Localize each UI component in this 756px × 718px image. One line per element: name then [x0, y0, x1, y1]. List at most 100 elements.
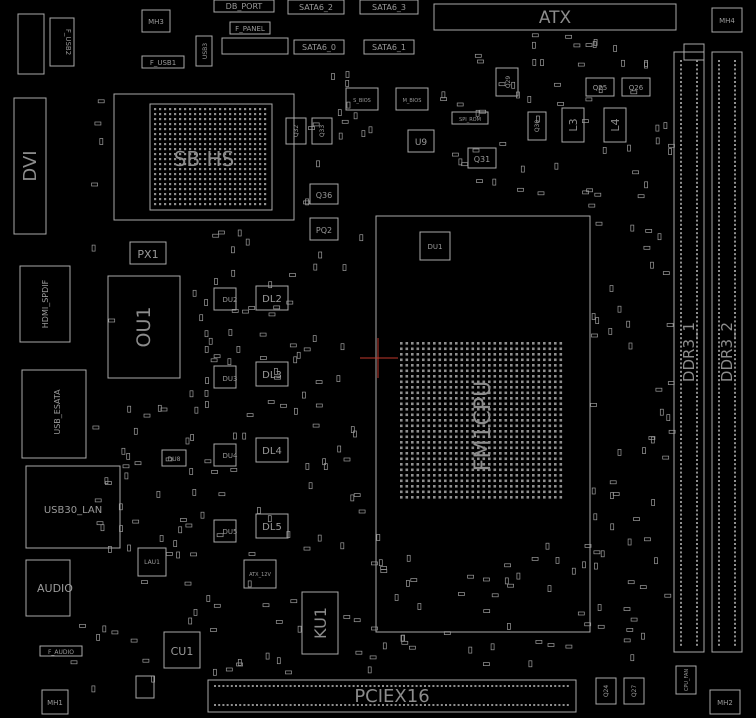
sb-ball — [254, 113, 257, 116]
sb-ball — [199, 123, 202, 126]
sb-ball — [244, 183, 247, 186]
ddr-pin — [718, 408, 720, 411]
sb-ball — [159, 148, 162, 151]
pcie-pin — [369, 685, 372, 687]
q31-transistor: Q31 — [467, 147, 497, 169]
sb-ball — [204, 133, 207, 136]
cpu-pin — [504, 424, 508, 428]
passive-part — [609, 480, 617, 485]
cpu-pin — [449, 347, 453, 351]
ddr-pin — [734, 148, 736, 151]
cpu-pin — [477, 435, 480, 439]
cpu-pin — [433, 463, 436, 466]
sb-ball — [264, 193, 267, 196]
cpu-pin — [455, 419, 458, 422]
u9-chip: U9 — [407, 129, 435, 153]
ddr-pin — [718, 333, 720, 335]
sb-ball — [159, 188, 162, 191]
q25-transistor: Q25 — [585, 77, 615, 97]
ddr-pin — [718, 534, 720, 537]
passive-part — [173, 540, 178, 547]
ddr-pin — [734, 198, 736, 201]
sb-ball — [179, 123, 182, 126]
cpu-pin — [548, 386, 552, 389]
passive-part — [633, 517, 640, 521]
passive-part — [194, 406, 199, 414]
ddr-pin — [680, 181, 682, 184]
cpu-pin — [559, 424, 563, 428]
cpu-pin — [515, 446, 519, 450]
ddr-pin — [680, 106, 682, 109]
pcie-pin — [461, 704, 464, 706]
cpu-pin — [515, 490, 519, 494]
cpu-pin — [499, 358, 502, 362]
ddr-pin — [734, 93, 736, 96]
pcie-pin — [251, 704, 254, 706]
passive-part — [157, 404, 162, 412]
passive-part — [142, 658, 150, 663]
cpu-pin — [493, 353, 497, 356]
cpu-pin — [438, 364, 442, 367]
sb-ball — [234, 108, 237, 111]
ddr-pin — [734, 337, 736, 340]
sb-ball — [159, 123, 162, 126]
sb-ball — [229, 203, 232, 206]
passive-part — [443, 631, 451, 635]
cpu-pin — [510, 424, 513, 428]
cpu-pin — [532, 391, 535, 395]
ddr-pin — [734, 412, 736, 415]
ddr-pin — [696, 572, 698, 575]
passive-part — [119, 525, 123, 532]
sb-ball — [194, 153, 197, 156]
sb-ball — [229, 118, 232, 121]
sb-ball — [239, 198, 242, 201]
ddr-pin — [680, 354, 682, 356]
cpu-pin — [548, 474, 552, 477]
cpu-pin — [477, 380, 480, 384]
ddr-pin — [718, 207, 720, 209]
pcie-pin — [344, 704, 347, 706]
ddr-pin — [696, 492, 698, 495]
sb-ball — [214, 128, 217, 131]
cpu-pin — [493, 358, 497, 362]
du8-label: DU8 — [168, 456, 181, 463]
cpu-pin — [537, 391, 541, 395]
cpu-pin — [482, 463, 486, 466]
pcie-pin — [419, 685, 422, 687]
passive-part — [409, 645, 416, 650]
ddr-pin — [734, 244, 736, 247]
cpu-pin — [543, 413, 546, 417]
cpu-pin — [477, 375, 480, 378]
passive-part — [341, 119, 349, 124]
sb-ball — [259, 118, 262, 121]
cpu-pin — [427, 479, 431, 483]
ddr-pin — [734, 160, 736, 163]
ddr-pin — [718, 307, 720, 310]
f-usb1-label: F_USB1 — [150, 59, 176, 67]
pcie-pin — [558, 685, 561, 687]
ddr-pin — [680, 236, 682, 239]
ddr-pin — [718, 484, 720, 487]
cpu-pin — [493, 490, 497, 494]
ddr-pin — [680, 131, 682, 134]
pcie-pin — [474, 704, 477, 706]
ddr-pin — [680, 303, 682, 306]
sb-ball — [174, 188, 177, 191]
du8-chip: DU8 — [161, 449, 187, 467]
ddr-pin — [680, 198, 682, 201]
cpu-pin — [488, 457, 491, 461]
cursor-crosshair — [360, 338, 398, 378]
sb-ball — [219, 143, 222, 146]
sb-ball — [219, 173, 222, 176]
sb-ball — [209, 178, 212, 181]
ddr-pin — [680, 480, 682, 482]
sb-ball — [239, 123, 242, 126]
pcie-pin — [319, 704, 321, 706]
cpu-pin — [499, 402, 502, 406]
sb-ball — [244, 203, 247, 206]
ddr-pin — [696, 383, 698, 386]
ddr-pin — [680, 85, 682, 88]
du1-label: DU1 — [428, 243, 443, 251]
sb-ball — [154, 198, 157, 201]
sb-ball — [164, 183, 167, 186]
